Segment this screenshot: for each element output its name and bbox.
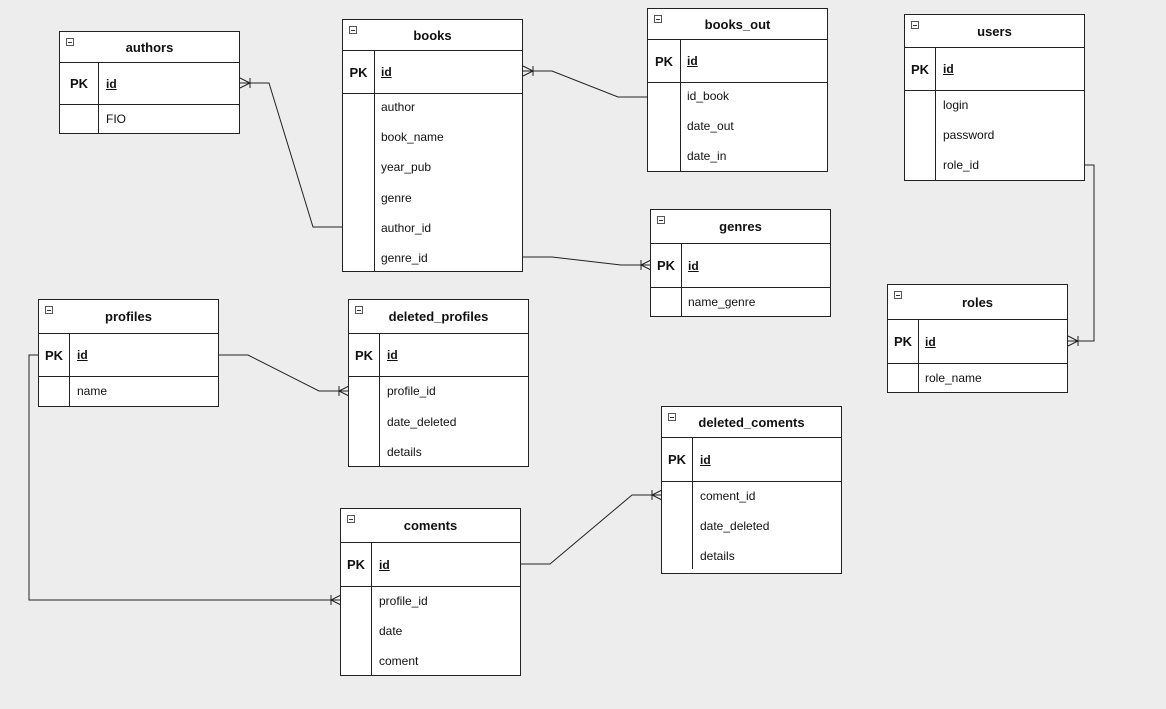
entity-users[interactable]: users PK id login password role_id	[904, 14, 1085, 181]
pk-field: id	[688, 258, 699, 273]
field: id_book	[687, 89, 730, 103]
connector-books-genres	[523, 256, 651, 266]
collapse-icon[interactable]	[66, 38, 74, 46]
field: author_id	[381, 221, 432, 235]
field: details	[700, 549, 735, 563]
pk-label: PK	[349, 64, 368, 80]
field: coment_id	[700, 489, 756, 503]
field: profile_id	[379, 594, 428, 608]
entity-title: deleted_profiles	[388, 309, 489, 324]
pk-label: PK	[654, 53, 674, 69]
field: details	[387, 445, 422, 459]
pk-field: id	[943, 62, 954, 76]
pk-label: PK	[893, 334, 913, 349]
collapse-icon[interactable]	[45, 306, 53, 314]
crowfoot-authors	[239, 77, 252, 89]
entity-roles[interactable]: roles PK id role_name	[887, 284, 1068, 393]
connector-books-authors	[240, 82, 342, 228]
collapse-icon[interactable]	[668, 413, 676, 421]
field: password	[943, 128, 995, 142]
entity-genres[interactable]: genres PK id name_genre	[650, 209, 831, 317]
entity-books-out[interactable]: books_out PK id id_book date_out date_in	[647, 8, 828, 172]
entity-authors[interactable]: authors PK id FIO	[59, 31, 240, 134]
collapse-icon[interactable]	[911, 21, 919, 29]
entity-title: users	[977, 23, 1012, 39]
entity-title: authors	[125, 39, 174, 55]
entity-books[interactable]: books PK id author book_name year_pub ge…	[342, 19, 523, 272]
pk-field: id	[106, 76, 117, 91]
collapse-icon[interactable]	[894, 291, 902, 299]
field: role_name	[925, 371, 982, 385]
collapse-icon[interactable]	[654, 15, 662, 23]
pk-field: id	[387, 348, 398, 362]
field: genre	[381, 191, 412, 205]
pk-label: PK	[656, 258, 676, 273]
field: date_deleted	[387, 415, 457, 429]
connector-users-roles	[1068, 164, 1095, 342]
pk-label: PK	[346, 557, 366, 572]
collapse-icon[interactable]	[347, 515, 355, 523]
pk-field: id	[381, 65, 392, 79]
entity-deleted-profiles[interactable]: deleted_profiles PK id profile_id date_d…	[348, 299, 529, 467]
collapse-icon[interactable]	[349, 26, 357, 34]
entity-title: books_out	[704, 16, 771, 32]
entity-title: coments	[403, 518, 458, 533]
field: book_name	[381, 130, 444, 144]
pk-label: PK	[910, 61, 930, 77]
pk-field: id	[687, 54, 698, 68]
entity-title: profiles	[105, 309, 152, 324]
pk-field: id	[379, 557, 390, 572]
pk-label: PK	[69, 76, 89, 91]
field: name_genre	[688, 295, 756, 309]
collapse-icon[interactable]	[657, 216, 665, 224]
field: date_out	[687, 119, 734, 133]
connector-coments-deleted-coments	[521, 494, 662, 565]
field: name	[77, 384, 108, 398]
field: date_deleted	[700, 519, 770, 533]
field: author	[381, 100, 416, 114]
crowfoot-roles	[1067, 335, 1080, 347]
entity-deleted-coments[interactable]: deleted_coments PK id coment_id date_del…	[661, 406, 842, 574]
entity-title: deleted_coments	[698, 414, 805, 430]
connector-books-books-out	[523, 70, 648, 98]
entity-title: roles	[961, 294, 994, 310]
pk-field: id	[925, 334, 936, 349]
field: FIO	[106, 112, 126, 126]
crowfoot-books-id	[522, 65, 535, 77]
field: date	[379, 624, 403, 638]
field: year_pub	[381, 160, 432, 174]
field: coment	[379, 654, 419, 668]
field: role_id	[943, 158, 980, 172]
collapse-icon[interactable]	[355, 306, 363, 314]
pk-label: PK	[44, 347, 64, 363]
entity-title: genres	[719, 219, 762, 234]
pk-label: PK	[354, 347, 374, 363]
connector-profiles-deleted-profiles	[219, 354, 349, 392]
entity-profiles[interactable]: profiles PK id name	[38, 299, 219, 407]
field: genre_id	[381, 251, 428, 265]
entity-title: books	[413, 27, 452, 43]
field: login	[943, 98, 969, 112]
pk-field: id	[700, 452, 711, 467]
field: profile_id	[387, 384, 436, 398]
entity-coments[interactable]: coments PK id profile_id date coment	[340, 508, 521, 676]
pk-label: PK	[667, 452, 687, 467]
field: date_in	[687, 149, 727, 163]
pk-field: id	[77, 348, 88, 362]
